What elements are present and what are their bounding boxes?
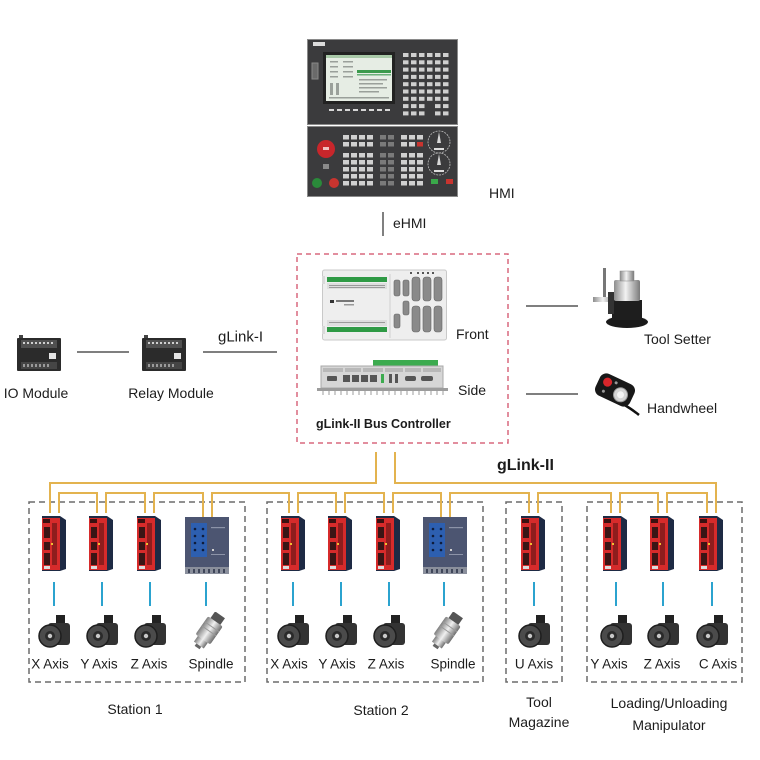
servo-drive-icon [521,513,547,571]
spindle-drive-icon [423,517,467,574]
bus-cable-return-left [49,452,377,513]
bus-cable-segment [619,492,659,513]
tool-magazine-label-line2: Magazine [508,714,570,730]
motor-cable [443,582,445,606]
manipulator-box [586,501,743,683]
bus-cable-segment [666,492,708,513]
bus-cable-segment [105,492,146,513]
tool-setter-icon [593,268,651,330]
controller-side-label: Side [458,382,487,398]
servo-motor-icon [372,615,406,649]
relay-module-label: Relay Module [128,385,214,401]
bus-cable-segment [344,492,385,513]
manipulator-label-line2: Manipulator [632,717,706,733]
ehmi-link-label: eHMI [393,215,427,231]
axis-label: Z Axis [367,656,405,672]
motor-cable [711,582,713,606]
motor-cable [149,582,151,606]
glink-i-label: gLink-I [218,328,264,346]
bus-controller-side-icon [317,360,448,396]
servo-drive-icon [699,513,725,571]
servo-drive-icon [281,513,307,571]
handwheel-icon [593,372,643,416]
axis-label: X Axis [270,656,308,672]
motor-cable [205,582,207,606]
spindle-motor-icon [426,612,466,652]
motor-cable [53,582,55,606]
bus-cable-segment [297,492,337,513]
tool-magazine-label-line1: Tool [526,694,552,710]
motor-cable [615,582,617,606]
hmi-label: HMI [489,185,515,201]
servo-drive-icon [42,513,68,571]
controller-group-box [296,253,509,444]
servo-motor-icon [646,615,680,649]
servo-motor-icon [276,615,310,649]
motor-cable [533,582,535,606]
axis-label: X Axis [31,656,69,672]
motor-cable [101,582,103,606]
bus-cable-segment [537,492,612,513]
io-module-icon [15,335,63,373]
motor-cable [292,582,294,606]
servo-motor-icon [37,615,71,649]
axis-label: U Axis [514,656,554,672]
controller-front-label: Front [456,326,489,342]
servo-drive-icon [376,513,402,571]
servo-motor-icon [133,615,167,649]
bus-cable-segment [153,492,204,517]
bus-cable-segment [58,492,98,513]
manipulator-label-line1: Loading/Unloading [610,695,728,711]
motor-cable [340,582,342,606]
servo-motor-icon [599,615,633,649]
servo-motor-icon [517,615,551,649]
servo-drive-icon [603,513,629,571]
servo-drive-icon [328,513,354,571]
controller-title: gLink-II Bus Controller [316,416,451,431]
bus-cable-segment [211,492,290,517]
axis-label: Y Axis [80,656,118,672]
station-1-label: Station 1 [107,701,163,717]
station-1-box [28,501,246,683]
station-2-label: Station 2 [353,702,409,718]
bus-cable-segment [449,492,530,517]
glink-ii-label: gLink-II [497,457,554,474]
spindle-drive-icon [185,517,229,574]
servo-motor-icon [324,615,358,649]
relay-module-icon [140,335,188,373]
axis-label: C Axis [698,656,738,672]
axis-label: Z Axis [130,656,168,672]
axis-label: Spindle [430,656,476,672]
axis-label: Spindle [188,656,234,672]
servo-drive-icon [650,513,676,571]
handwheel-label: Handwheel [647,400,718,416]
spindle-motor-icon [188,612,228,652]
bus-cable-segment [392,492,442,517]
tool-setter-label: Tool Setter [644,331,711,347]
servo-motor-icon [695,615,729,649]
station-2-box [266,501,484,683]
motor-cable [388,582,390,606]
bus-cable-return-right [394,452,717,513]
motor-cable [662,582,664,606]
hmi-panel-icon [307,39,458,197]
servo-drive-icon [89,513,115,571]
axis-label: Z Axis [643,656,681,672]
axis-label: Y Axis [318,656,356,672]
bus-controller-front-icon [322,268,448,343]
servo-drive-icon [137,513,163,571]
servo-motor-icon [85,615,119,649]
io-module-label: IO Module [3,385,69,401]
axis-label: Y Axis [590,656,628,672]
tool-magazine-box [505,501,563,683]
